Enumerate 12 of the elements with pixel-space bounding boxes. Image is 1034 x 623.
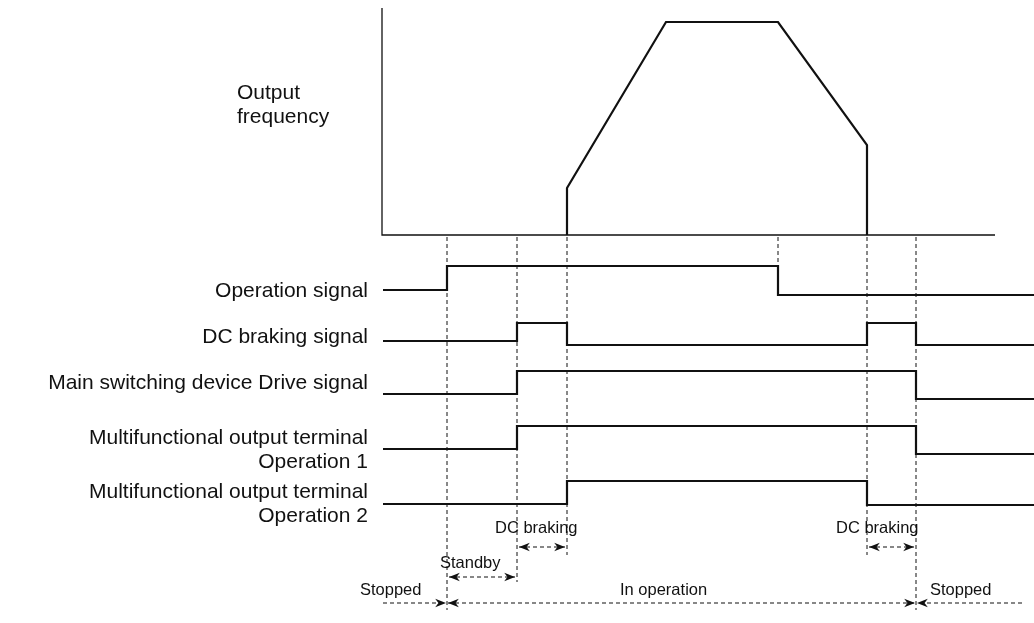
interval-label: DC braking: [836, 518, 920, 536]
interval-label: In operation: [620, 580, 709, 598]
interval-label: Stopped: [930, 580, 993, 598]
signal-label: Multifunctional output terminal Operation 2: [88, 479, 368, 527]
interval-label: Stopped: [360, 580, 423, 598]
signal-label: Main switching device Drive signal: [47, 370, 368, 394]
signal-label: Operation signal: [214, 278, 368, 302]
interval-label: Standby: [440, 553, 502, 571]
axis-label: Output frequency: [237, 80, 331, 128]
signal-label: Multifunctional output terminal Operation 1: [88, 425, 368, 473]
interval-label: DC braking: [495, 518, 579, 536]
signal-label: DC braking signal: [201, 324, 368, 348]
